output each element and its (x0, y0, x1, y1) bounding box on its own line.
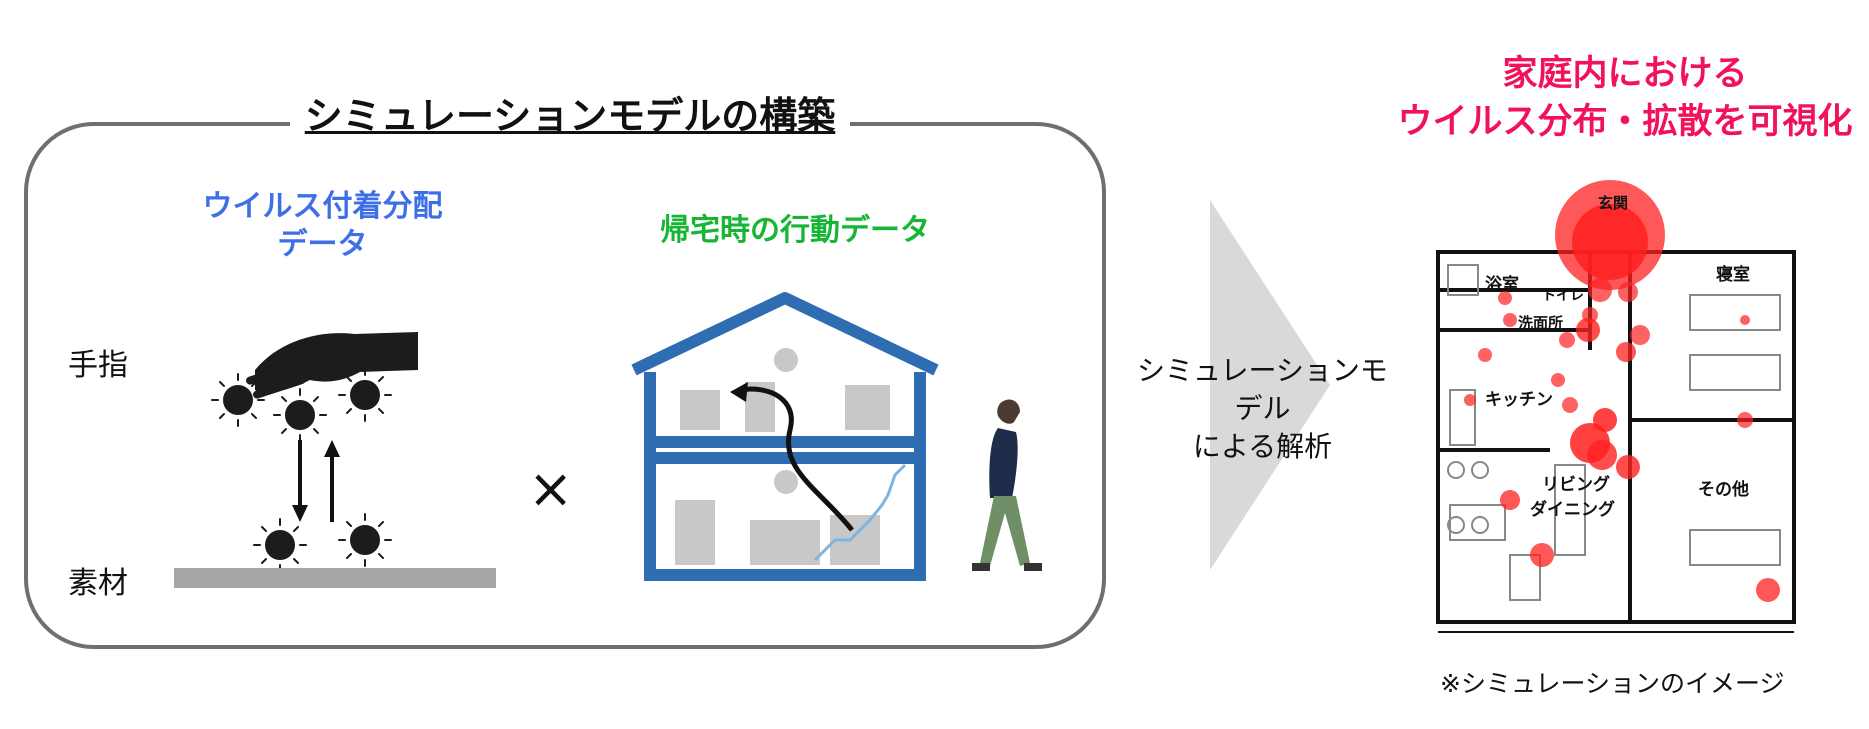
virus-transfer-illustration (174, 332, 496, 588)
virus-data-label: ウイルス付着分配 データ (180, 188, 465, 264)
simulation-analysis-label: シミュレーションモデル による解析 (1125, 352, 1400, 466)
result-title-line1: 家庭内における (1502, 54, 1748, 94)
room-entrance: 玄関 (1598, 194, 1628, 212)
material-label: 素材 (68, 566, 128, 601)
room-washroom: 洗面所 (1518, 314, 1563, 332)
result-title: 家庭内における ウイルス分布・拡散を可視化 (1390, 50, 1860, 146)
room-living-line1: リビング (1542, 474, 1610, 495)
room-kitchen: キッチン (1485, 390, 1553, 410)
house-icon (631, 292, 939, 581)
room-toilet: トイレ (1542, 288, 1584, 304)
room-living-line2: ダイニング (1530, 499, 1615, 520)
analysis-line1: シミュレーションモデル (1137, 354, 1388, 425)
multiply-sign: × (528, 457, 574, 520)
room-other: その他 (1698, 479, 1749, 500)
room-bath: 浴室 (1485, 274, 1519, 295)
room-bedroom: 寝室 (1716, 264, 1750, 285)
hand-icon (246, 332, 418, 399)
heat-spots (1464, 180, 1780, 602)
arrow-right-icon (1210, 200, 1330, 570)
analysis-line2: による解析 (1192, 430, 1333, 463)
person-icon (972, 399, 1042, 571)
virus-icon (211, 368, 392, 572)
virus-data-label-line2: データ (277, 227, 368, 262)
floorplan-heatmap: 玄関 浴室 トイレ 洗面所 寝室 キッチン リビング ダイニング その他 (1436, 180, 1796, 633)
virus-data-label-line1: ウイルス付着分配 (202, 189, 443, 224)
simulation-note: ※シミュレーションのイメージ (1440, 669, 1785, 698)
transfer-arrows (292, 440, 340, 522)
material-surface (174, 568, 496, 588)
panel-title: シミュレーションモデルの構築 (290, 88, 850, 144)
behavior-data-label: 帰宅時の行動データ (660, 213, 930, 248)
finger-label: 手指 (68, 348, 128, 383)
result-title-line2: ウイルス分布・拡散を可視化 (1397, 102, 1853, 142)
